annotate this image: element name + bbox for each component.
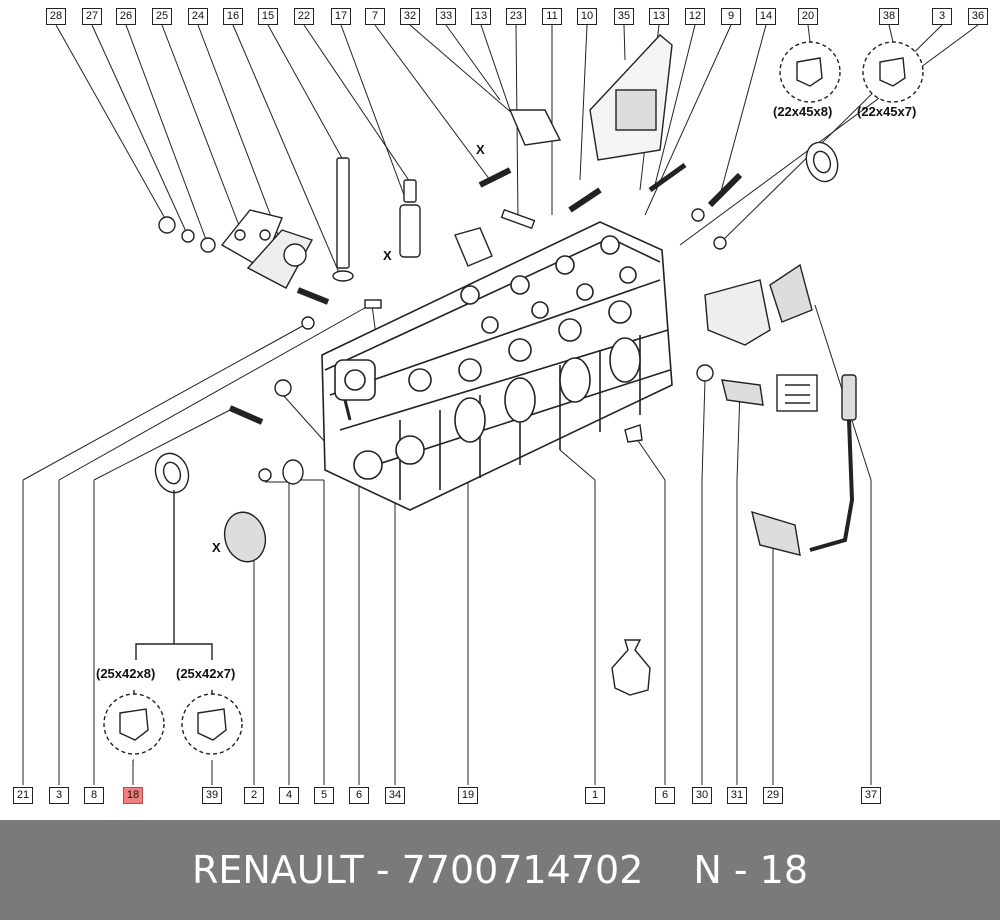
leader-line [232, 24, 341, 276]
leader-line [55, 24, 168, 223]
callout-top-14[interactable]: 14 [756, 8, 776, 25]
callout-top-22[interactable]: 22 [294, 8, 314, 25]
leader-line [559, 449, 596, 481]
callout-bottom-31[interactable]: 31 [727, 787, 747, 804]
callout-top-3[interactable]: 3 [932, 8, 952, 25]
seal-size-bottom-2: (25x42x7) [176, 666, 236, 681]
leader-line [623, 24, 626, 61]
seal-size-top-2: (22x45x7) [857, 104, 917, 119]
leader-line [579, 24, 588, 181]
callout-top-15[interactable]: 15 [258, 8, 278, 25]
callout-bottom-6[interactable]: 6 [349, 787, 369, 804]
leader-line [888, 24, 894, 43]
callout-top-38[interactable]: 38 [879, 8, 899, 25]
callout-bottom-30[interactable]: 30 [692, 787, 712, 804]
cylinder-head-block [321, 221, 673, 511]
callout-top-11[interactable]: 11 [542, 8, 562, 25]
callout-bottom-19[interactable]: 19 [458, 787, 478, 804]
leader-line [197, 24, 281, 241]
leader-line [719, 24, 767, 196]
callout-bottom-34[interactable]: 34 [385, 787, 405, 804]
callout-top-17[interactable]: 17 [331, 8, 351, 25]
callout-top-16[interactable]: 16 [223, 8, 243, 25]
callout-bottom-4[interactable]: 4 [279, 787, 299, 804]
callout-bottom-2[interactable]: 2 [244, 787, 264, 804]
callout-bottom-8[interactable]: 8 [84, 787, 104, 804]
part-number-footer: RENAULT - 7700714702 N - 18 [0, 820, 1000, 920]
leader-line [679, 24, 979, 246]
callout-top-25[interactable]: 25 [152, 8, 172, 25]
leader-line [22, 322, 309, 481]
callout-top-36[interactable]: 36 [968, 8, 988, 25]
leader-line [58, 304, 371, 481]
leader-line [93, 409, 231, 481]
callout-top-35[interactable]: 35 [614, 8, 634, 25]
callout-top-26[interactable]: 26 [116, 8, 136, 25]
callout-bottom-29[interactable]: 29 [763, 787, 783, 804]
callout-top-32[interactable]: 32 [400, 8, 420, 25]
leader-line [303, 24, 411, 183]
callout-top-27[interactable]: 27 [82, 8, 102, 25]
dimension-marker-3: X [212, 540, 221, 555]
callout-top-23[interactable]: 23 [506, 8, 526, 25]
leader-line [654, 24, 696, 186]
leader-line [445, 24, 501, 101]
callout-bottom-6[interactable]: 6 [655, 787, 675, 804]
dimension-marker-2: X [383, 248, 392, 263]
callout-bottom-3[interactable]: 3 [49, 787, 69, 804]
leader-line [736, 389, 741, 481]
leader-line [807, 24, 811, 43]
exploded-parts-diagram [22, 24, 979, 785]
leader-line [480, 24, 511, 111]
seal-size-top-1: (22x45x8) [773, 104, 833, 119]
reference-number: N - 18 [693, 848, 809, 892]
callout-bottom-39[interactable]: 39 [202, 787, 222, 804]
callout-top-13[interactable]: 13 [649, 8, 669, 25]
callout-top-20[interactable]: 20 [798, 8, 818, 25]
callout-top-10[interactable]: 10 [577, 8, 597, 25]
callout-top-13[interactable]: 13 [471, 8, 491, 25]
callout-top-12[interactable]: 12 [685, 8, 705, 25]
callout-top-9[interactable]: 9 [721, 8, 741, 25]
seal-size-bottom-1: (25x42x8) [96, 666, 156, 681]
callout-bottom-1[interactable]: 1 [585, 787, 605, 804]
cylinder-head-illustration [22, 24, 979, 785]
leader-line [409, 24, 521, 121]
callout-top-24[interactable]: 24 [188, 8, 208, 25]
callout-bottom-18[interactable]: 18 [123, 787, 143, 804]
callout-bottom-21[interactable]: 21 [13, 787, 33, 804]
brand-part-number: RENAULT - 7700714702 [191, 848, 644, 892]
leader-line [91, 24, 189, 237]
leader-line [374, 24, 491, 181]
callout-bottom-37[interactable]: 37 [861, 787, 881, 804]
leader-line [701, 379, 706, 481]
leader-line [161, 24, 241, 229]
callout-top-7[interactable]: 7 [365, 8, 385, 25]
leader-line [340, 24, 405, 196]
dimension-marker-1: X [476, 142, 485, 157]
leader-line [125, 24, 209, 246]
callout-top-33[interactable]: 33 [436, 8, 456, 25]
callout-top-28[interactable]: 28 [46, 8, 66, 25]
callout-bottom-5[interactable]: 5 [314, 787, 334, 804]
leader-line [267, 24, 344, 161]
